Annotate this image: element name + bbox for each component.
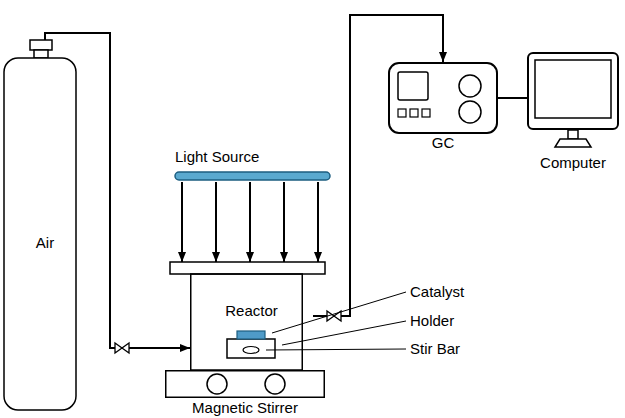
magnetic-stirrer: Magnetic Stirrer: [165, 370, 325, 398]
reactor-body: [191, 274, 303, 370]
node-label: Reactor: [190, 302, 313, 319]
inlet-valve: [115, 343, 129, 353]
label-anchor: Holder: [410, 312, 454, 329]
stirrer-body: [166, 371, 325, 398]
light-arrow: [283, 182, 285, 262]
light-source: Light Source: [165, 148, 335, 182]
gc-instrument-shape: [388, 62, 498, 134]
gc-button: [398, 109, 406, 117]
gc-display: [398, 72, 428, 100]
light-arrow: [215, 182, 217, 262]
stir-bar: [243, 347, 259, 354]
gas-line: [313, 15, 443, 316]
gc-knob: [459, 75, 481, 97]
leader-line: [272, 292, 406, 333]
node-label: Computer: [527, 154, 619, 171]
gas-cylinder: Air: [3, 40, 87, 412]
cylinder-neck: [34, 50, 48, 58]
node-label: GC: [388, 134, 498, 151]
stirrer-knob: [265, 374, 285, 394]
gas-cylinder-shape: [3, 40, 77, 412]
monitor-screen: [535, 60, 611, 118]
gc-button: [422, 109, 430, 117]
reactor-vessel: Reactor: [190, 262, 313, 370]
magnetic-stirrer-shape: [165, 370, 325, 398]
node-label: Air: [3, 234, 87, 251]
monitor-frame: [528, 53, 618, 129]
part-label: Stir Bar: [410, 340, 460, 357]
monitor-neck: [568, 130, 578, 139]
leader-line: [282, 321, 406, 345]
label-anchor: Stir Bar: [410, 340, 460, 357]
light-arrow: [317, 182, 319, 262]
light-arrow: [249, 182, 251, 262]
label-anchor: Catalyst: [410, 283, 464, 300]
light-arrow: [181, 182, 183, 262]
stirrer-knob: [207, 374, 227, 394]
computer-monitor-shape: [527, 52, 619, 130]
gc-instrument: GC: [388, 62, 498, 134]
node-label: Magnetic Stirrer: [165, 399, 325, 416]
gc-knob: [459, 101, 481, 123]
part-label: Holder: [410, 312, 454, 329]
catalyst: [237, 331, 265, 339]
part-label: Catalyst: [410, 283, 464, 300]
gc-button: [410, 109, 418, 117]
gc-case: [389, 63, 497, 133]
monitor-base: [555, 139, 591, 147]
holder: [227, 339, 275, 358]
node-label: Light Source: [175, 148, 345, 165]
cylinder-valve: [30, 40, 52, 50]
gas-line: [498, 97, 527, 99]
leader-line: [266, 349, 406, 350]
lamp-tube: [175, 172, 330, 180]
computer-monitor: Computer: [527, 52, 619, 130]
reactor-lid: [170, 262, 325, 274]
